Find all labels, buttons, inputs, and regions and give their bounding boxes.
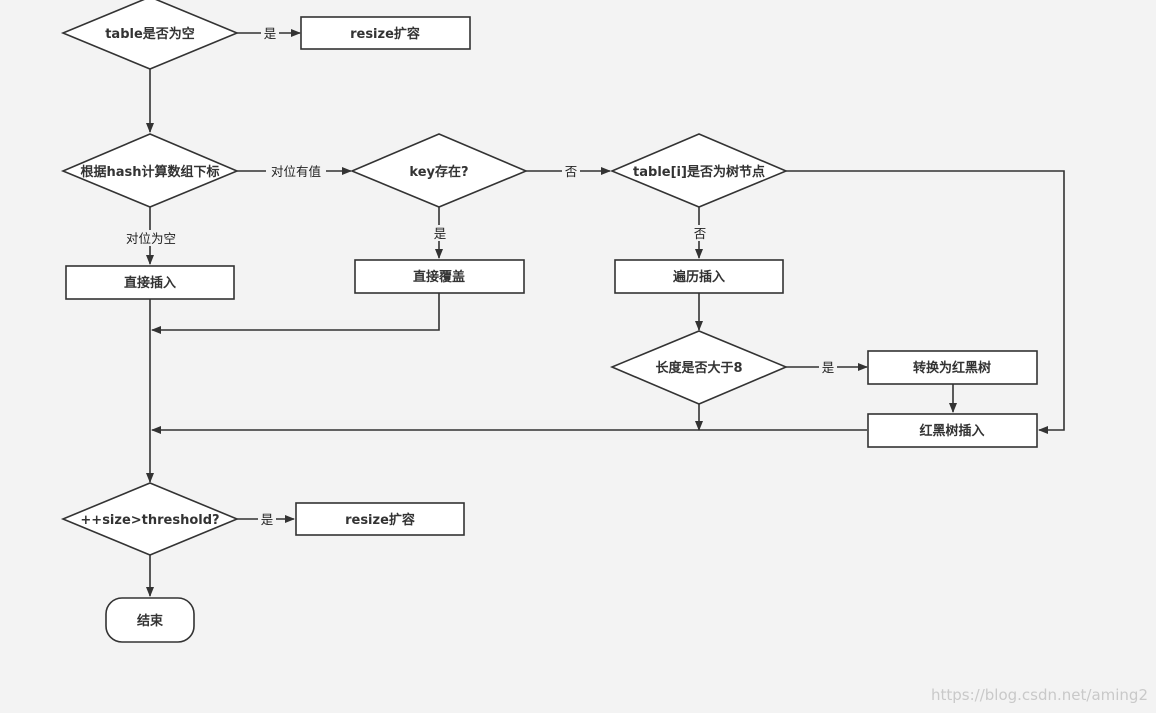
node-resize-bottom-text: resize扩容 <box>345 512 415 528</box>
node-table-empty: table是否为空 <box>60 0 240 70</box>
label-length-yes: 是 <box>822 360 835 375</box>
node-direct-insert: 直接插入 <box>65 265 235 300</box>
node-table-empty-text: table是否为空 <box>105 26 195 42</box>
node-traverse-insert-text: 遍历插入 <box>672 269 725 285</box>
node-rbtree-insert: 红黑树插入 <box>867 413 1038 448</box>
node-direct-insert-text: 直接插入 <box>124 275 176 291</box>
edge-overwrite-to-trunk <box>151 293 440 334</box>
node-traverse-insert: 遍历插入 <box>614 259 784 294</box>
node-length-gt8-text: 长度是否大于8 <box>655 360 742 376</box>
connectors <box>146 29 1065 597</box>
node-resize-top: resize扩容 <box>300 16 471 50</box>
node-size-threshold: ++size>threshold? <box>60 482 240 556</box>
node-is-tree-node-text: table[i]是否为树节点 <box>633 164 765 180</box>
label-empty-yes: 是 <box>264 26 277 41</box>
label-key-no: 否 <box>565 164 578 179</box>
node-end-text: 结束 <box>137 613 164 629</box>
label-slot-has-value: 对位有值 <box>271 164 321 179</box>
label-threshold-yes: 是 <box>261 512 274 527</box>
node-is-tree-node: table[i]是否为树节点 <box>609 133 789 208</box>
edge-tree-to-rbinsert <box>786 170 1065 434</box>
watermark: https://blog.csdn.net/aming2 <box>931 686 1148 704</box>
node-key-exists-text: key存在? <box>409 164 468 180</box>
node-length-gt8: 长度是否大于8 <box>609 330 789 405</box>
node-convert-rbtree-text: 转换为红黑树 <box>913 360 991 376</box>
node-resize-bottom: resize扩容 <box>295 502 465 536</box>
node-resize-top-text: resize扩容 <box>350 26 420 42</box>
node-end: 结束 <box>105 597 195 643</box>
label-tree-no: 否 <box>694 226 707 241</box>
node-convert-rbtree: 转换为红黑树 <box>867 350 1038 385</box>
edge-labels: 是 对位有值 否 对位为空 是 否 是 是 <box>121 25 837 527</box>
label-slot-empty: 对位为空 <box>126 231 176 246</box>
node-direct-overwrite: 直接覆盖 <box>354 259 525 294</box>
node-compute-index: 根据hash计算数组下标 <box>60 133 240 208</box>
node-size-threshold-text: ++size>threshold? <box>80 513 219 528</box>
label-key-yes: 是 <box>434 226 447 241</box>
node-compute-index-text: 根据hash计算数组下标 <box>80 164 219 180</box>
node-key-exists: key存在? <box>349 133 529 208</box>
node-direct-overwrite-text: 直接覆盖 <box>413 269 465 285</box>
node-rbtree-insert-text: 红黑树插入 <box>919 423 984 439</box>
